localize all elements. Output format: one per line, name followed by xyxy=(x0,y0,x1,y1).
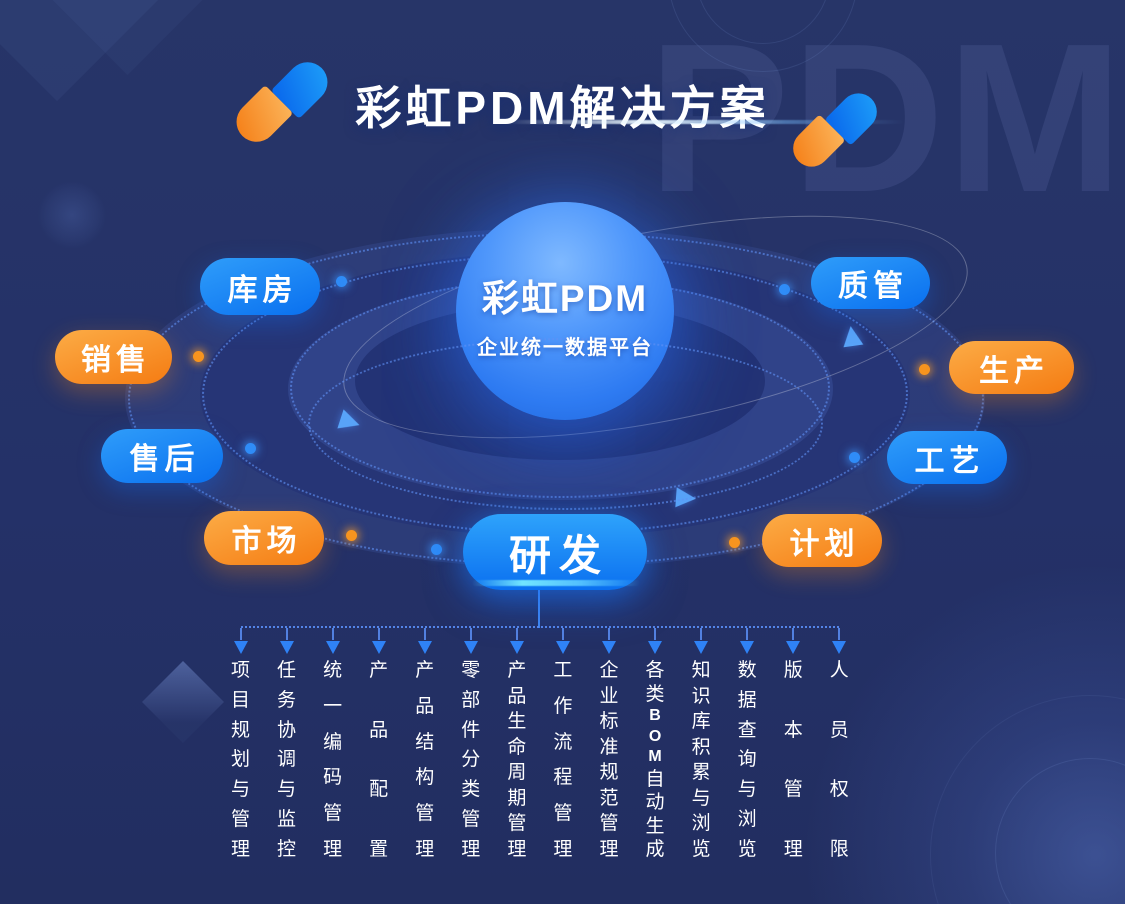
module-label: 项目规划与管理 xyxy=(230,660,250,860)
module-column: 产品配置 xyxy=(356,628,401,859)
arrow-down-icon xyxy=(509,641,524,654)
dashed-connector xyxy=(792,628,795,640)
arrow-down-icon xyxy=(417,641,432,654)
satellite-planning: 计划 xyxy=(762,514,882,567)
module-label: 产品配置 xyxy=(369,660,389,860)
satellite-process: 工艺 xyxy=(887,431,1007,484)
module-label: 人员权限 xyxy=(829,660,849,860)
module-column: 人员权限 xyxy=(817,628,862,859)
module-label: 产品生命周期管理 xyxy=(507,660,527,860)
dashed-connector xyxy=(746,628,749,640)
tree-horizontal-dotted-line xyxy=(241,626,839,628)
arrow-down-icon xyxy=(602,641,616,654)
dashed-connector xyxy=(469,628,472,640)
module-column: 产品结构管理 xyxy=(402,628,447,859)
arrow-down-icon xyxy=(279,641,294,654)
decor-diamond-bottom-left xyxy=(141,660,225,744)
satellite-sales: 销售 xyxy=(55,330,172,384)
module-column: 任务协调与监控 xyxy=(264,628,309,859)
module-column: 知识库积累与浏览 xyxy=(679,628,724,859)
module-label: 数据查询与浏览 xyxy=(737,660,757,860)
decor-ring-bottom-right-2 xyxy=(930,695,1125,904)
dashed-connector xyxy=(700,628,703,640)
orbit-arrow-icon xyxy=(840,324,864,348)
orbit-dot-orange xyxy=(193,351,204,362)
hub-rnd-node: 研发 xyxy=(463,514,647,590)
orbit-dot-orange xyxy=(346,530,357,541)
arrow-down-icon xyxy=(233,641,248,654)
module-column: 统一编码管理 xyxy=(310,628,355,859)
arrow-down-icon xyxy=(371,641,386,654)
module-label: 企业标准规范管理 xyxy=(599,660,619,860)
tree-vertical-connector xyxy=(538,590,540,628)
orbit-ring-dotted-front xyxy=(308,338,823,510)
arrow-down-icon xyxy=(786,641,801,654)
dashed-connector xyxy=(239,628,242,640)
arrow-down-icon xyxy=(555,641,570,654)
satellite-quality: 质管 xyxy=(811,257,930,309)
orbit-dot-blue xyxy=(431,544,442,555)
satellite-market: 市场 xyxy=(204,511,324,565)
module-column: 产品生命周期管理 xyxy=(494,628,539,859)
satellite-production: 生产 xyxy=(949,341,1074,394)
orbit-dot-orange xyxy=(729,537,740,548)
arrow-down-icon xyxy=(463,641,478,654)
dashed-connector xyxy=(377,628,380,640)
satellite-aftersales: 售后 xyxy=(101,429,223,483)
dashed-connector xyxy=(561,628,564,640)
sphere-title: 彩虹PDM xyxy=(481,278,649,319)
arrow-down-icon xyxy=(740,641,755,654)
module-label: 任务协调与监控 xyxy=(277,660,297,860)
module-column: 工作流程管理 xyxy=(540,628,585,859)
dashed-connector xyxy=(423,628,426,640)
module-column: 项目规划与管理 xyxy=(218,628,263,859)
satellite-warehouse: 库房 xyxy=(200,258,320,315)
title-light-streak xyxy=(505,120,905,124)
dashed-connector xyxy=(838,628,841,640)
dashed-connector xyxy=(515,628,518,640)
orbit-dot-blue xyxy=(336,276,347,287)
page-title: 彩虹PDM解决方案 xyxy=(355,82,770,134)
arrow-down-icon xyxy=(832,641,847,654)
arrow-down-icon xyxy=(694,641,709,654)
orbit-dot-blue xyxy=(245,443,256,454)
module-column: 数据查询与浏览 xyxy=(725,628,770,859)
dashed-connector xyxy=(285,628,288,640)
module-label: 产品结构管理 xyxy=(415,660,435,860)
module-column: 企业标准规范管理 xyxy=(587,628,632,859)
module-label: 知识库积累与浏览 xyxy=(691,660,711,860)
module-label: 统一编码管理 xyxy=(323,660,343,860)
hub-light-streak xyxy=(472,580,640,586)
module-column: 版本管理 xyxy=(771,628,816,859)
sphere-subtitle: 企业统一数据平台 xyxy=(477,337,653,359)
module-label: 零部件分类管理 xyxy=(461,660,481,860)
orbit-dot-blue xyxy=(849,452,860,463)
arrow-down-icon xyxy=(325,641,340,654)
orbit-dot-blue xyxy=(779,284,790,295)
orbit-dot-orange xyxy=(919,364,930,375)
module-column: 零部件分类管理 xyxy=(448,628,493,859)
module-label: 版本管理 xyxy=(783,660,803,860)
module-row: 项目规划与管理 任务协调与监控 统一编码管理 产品配置 产品结构管理 零部件分类管理 产品生… xyxy=(218,628,862,859)
arrow-down-icon xyxy=(648,641,663,654)
module-label: 工作流程管理 xyxy=(553,660,573,860)
dashed-connector xyxy=(654,628,657,640)
dashed-connector xyxy=(608,628,610,640)
sphere-label: 彩虹PDM 企业统一数据平台 xyxy=(456,268,674,360)
dashed-connector xyxy=(331,628,334,640)
